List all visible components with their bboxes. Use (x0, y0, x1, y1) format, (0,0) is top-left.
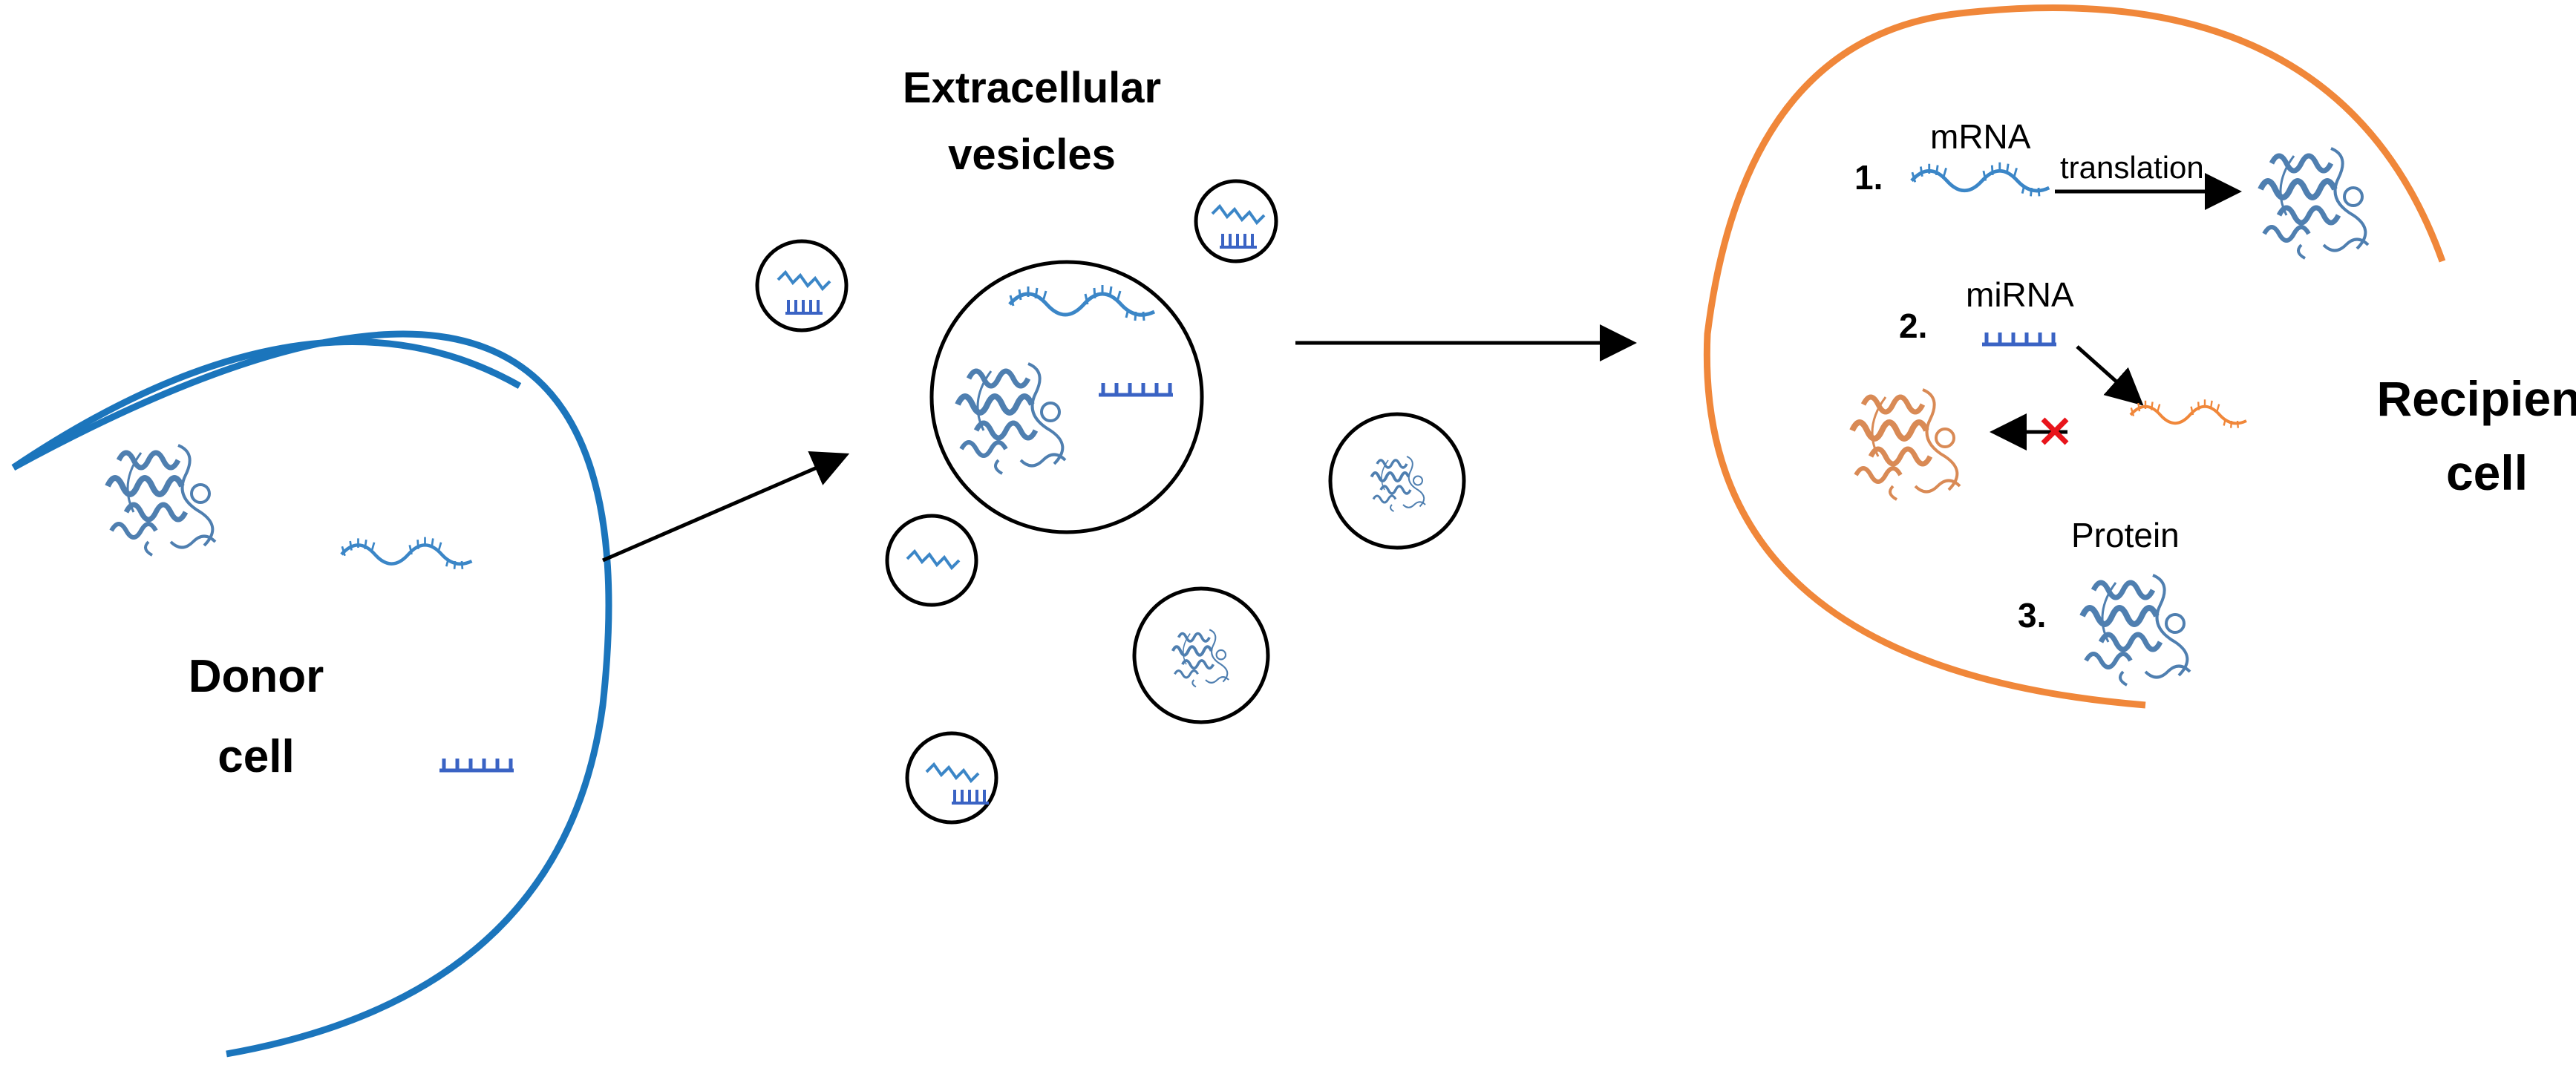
step-2-number: 2. (1899, 307, 1927, 345)
vesicles-label-line2: vesicles (948, 131, 1116, 179)
donor-cell: Donor cell (11, 330, 612, 1058)
mrna-icon (1912, 163, 2049, 197)
small-vesicle (1194, 179, 1278, 263)
recipient-cell: Recipient cell 1. mRNA translation 2. mi… (1703, 4, 2576, 709)
small-vesicle (885, 514, 978, 607)
mrna-icon (906, 550, 961, 569)
arrow-icon (602, 451, 850, 563)
mirna-icon (784, 295, 824, 316)
mrna-icon (925, 763, 980, 782)
mirna-icon (1218, 229, 1258, 250)
vesicles-label-line1: Extracellular (903, 64, 1161, 112)
recipient-cell-label-line2: cell (2446, 445, 2528, 500)
mrna-icon (341, 537, 472, 569)
mirna-icon (1099, 383, 1173, 395)
inhibition-x-icon (2041, 417, 2069, 445)
mirna-icon (1982, 333, 2056, 344)
small-vesicle (905, 731, 998, 825)
large-vesicle (929, 260, 1204, 534)
protein-icon (958, 364, 1065, 474)
protein-icon (1370, 455, 1427, 513)
mirna-icon (439, 759, 514, 770)
mirna-icon (950, 785, 990, 806)
step-1-process: translation (2060, 150, 2204, 185)
mrna-icon (2131, 399, 2246, 428)
step-1-molecule: mRNA (1930, 117, 2031, 156)
protein-icon (2260, 148, 2368, 258)
small-vesicle (755, 239, 849, 333)
protein-icon (1173, 629, 1229, 687)
donor-cell-label-line2: cell (218, 731, 294, 782)
recipient-cell-membrane (1703, 4, 2446, 709)
protein-icon (2082, 575, 2190, 685)
protein-icon (1852, 390, 1960, 500)
donor-cell-membrane (11, 338, 522, 471)
step-3-number: 3. (2018, 596, 2046, 635)
mrna-icon (777, 271, 831, 290)
mrna-icon (1010, 285, 1154, 321)
protein-vesicle (1132, 586, 1270, 724)
mrna-icon (1211, 205, 1266, 224)
recipient-cell-label-line1: Recipient (2376, 371, 2576, 426)
extracellular-vesicles: Extracellular vesicles (755, 64, 1466, 825)
donor-cell-outline (11, 330, 612, 1058)
step-3-molecule: Protein (2071, 516, 2180, 554)
protein-vesicle (1328, 412, 1466, 550)
step-2-molecule: miRNA (1966, 275, 2074, 314)
protein-icon (108, 445, 215, 555)
arrow-icon (2076, 345, 2144, 406)
step-1-number: 1. (1854, 158, 1883, 197)
donor-cell-label-line1: Donor (189, 651, 324, 702)
